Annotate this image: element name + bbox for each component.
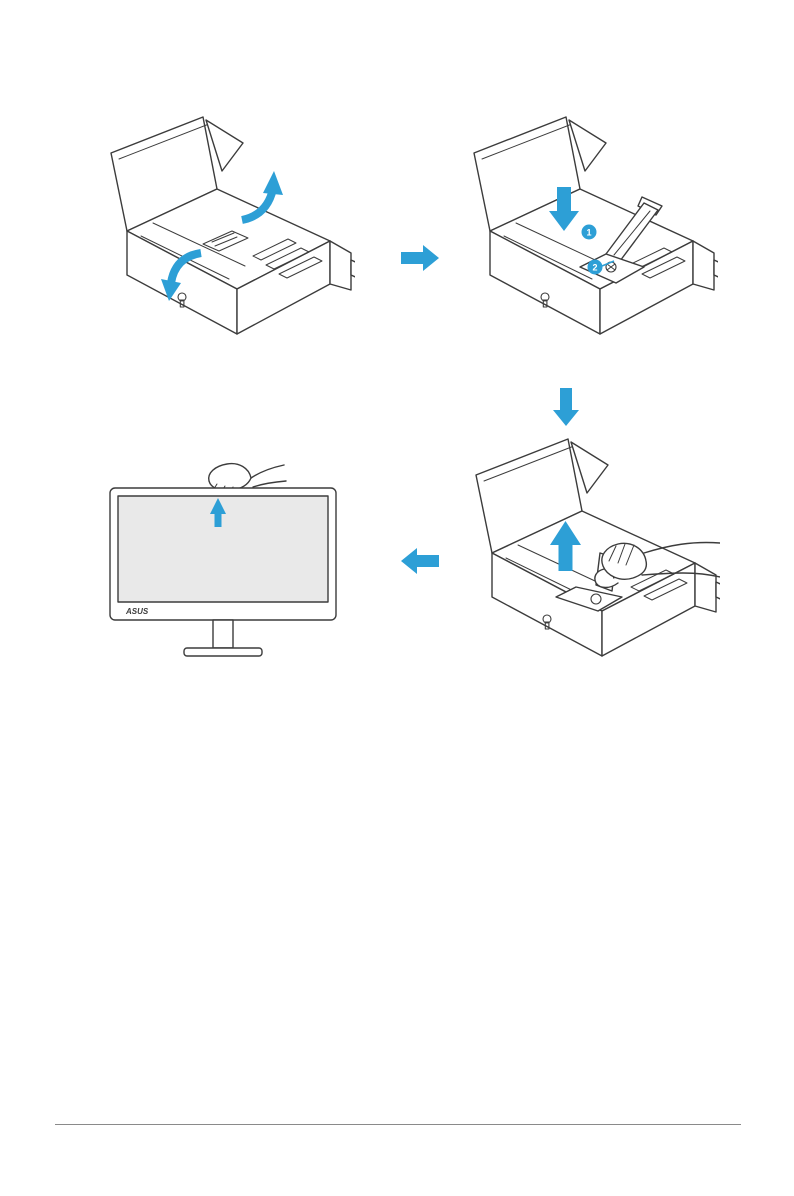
box-lock-hole (177, 292, 187, 302)
box-lid (110, 116, 244, 232)
footer-divider (55, 1124, 741, 1125)
foam-label (202, 230, 249, 252)
assembled-monitor-drawing: ASUS (109, 462, 337, 657)
curved-arrow-up-icon (241, 171, 283, 224)
step-marker-1-label: 1 (586, 228, 591, 238)
lift-monitor-drawing (475, 438, 720, 657)
illustration-step-1-open-box (85, 103, 355, 348)
monitor-stand (183, 619, 263, 657)
illustration-step-4-assembled-monitor: ASUS (98, 440, 348, 670)
insert-arrow-down-icon (549, 187, 579, 231)
step-marker-2 (587, 259, 603, 275)
insert-stand-drawing: 1 2 (473, 116, 718, 335)
brand-logo: ASUS (125, 607, 149, 616)
foam-insert (140, 222, 323, 280)
box-lock-hole (542, 614, 552, 624)
flow-arrow-right-icon (401, 245, 439, 271)
illustration-step-2-insert-stand: 1 2 (448, 103, 718, 348)
flap-arrows (161, 171, 283, 301)
step-markers: 1 2 (581, 224, 615, 275)
hand-icon (594, 541, 720, 589)
stand-base (183, 647, 263, 657)
flow-arrow-down-icon (553, 388, 579, 426)
open-box-drawing (110, 116, 355, 335)
stand-thumbscrew (590, 593, 602, 605)
step-marker-2-label: 2 (592, 263, 597, 273)
monitor: ASUS (109, 487, 337, 621)
box-lock-hole (540, 292, 550, 302)
step-marker-1 (581, 224, 597, 240)
flow-arrow-left-icon (401, 548, 439, 574)
curved-arrow-down-icon (161, 249, 202, 301)
adjust-arrow-up-icon (210, 498, 226, 527)
lift-arrow-up-icon (550, 521, 581, 571)
illustration-step-3-lift-monitor (450, 425, 720, 670)
